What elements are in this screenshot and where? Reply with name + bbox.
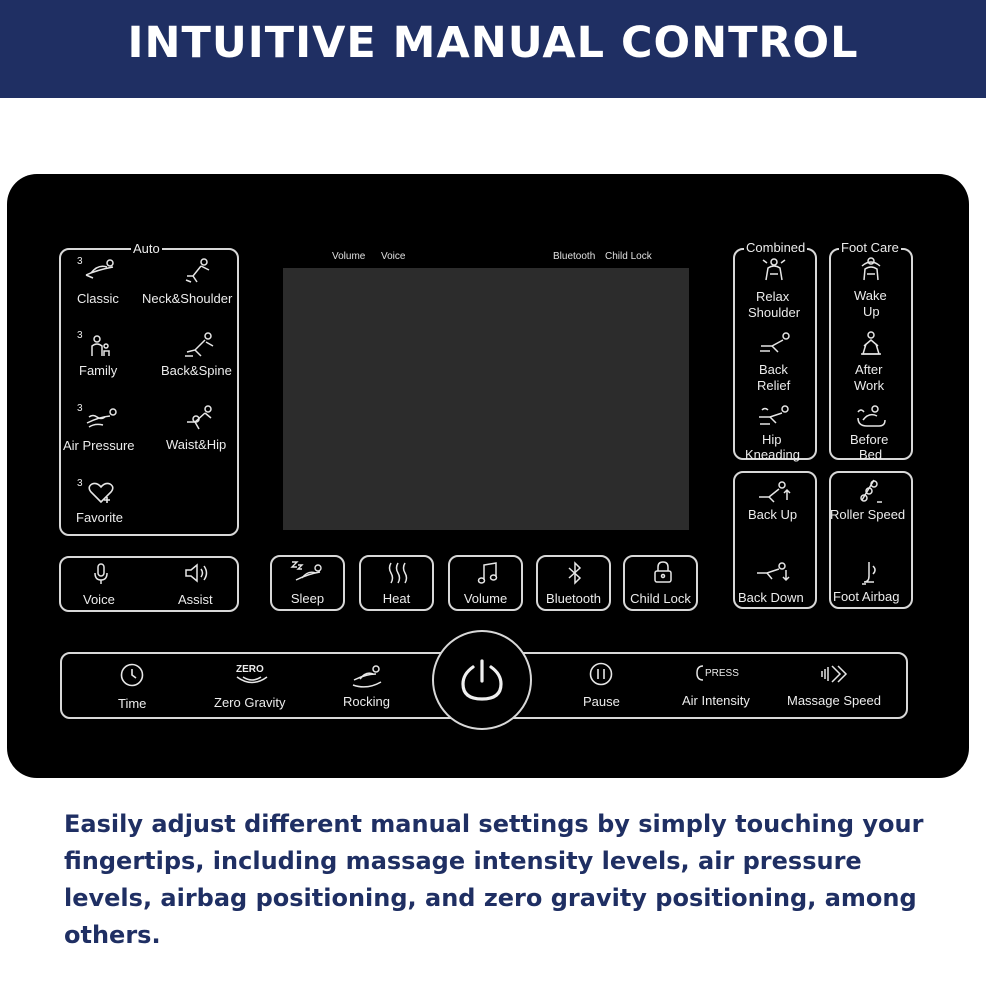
air-intensity-label: Air Intensity	[682, 693, 750, 708]
air-pressure-level: 3	[77, 403, 83, 414]
back-spine-icon	[183, 332, 215, 358]
heat-button[interactable]: Heat	[359, 555, 434, 611]
voice-label: Voice	[83, 592, 115, 607]
after-work-icon	[859, 330, 883, 356]
combined-title: Combined	[744, 240, 808, 255]
relax-shoulder-label-2: Shoulder	[748, 305, 801, 320]
reclined-massage-icon	[83, 258, 117, 280]
bluetooth-icon	[567, 561, 583, 585]
zero-icon-text: ZERO	[236, 664, 264, 675]
back-down-label: Back Down	[738, 590, 804, 605]
back-up-label: Back Up	[748, 507, 798, 522]
zero-gravity-label: Zero Gravity	[214, 695, 286, 710]
roller-icon	[857, 478, 883, 504]
before-bed-icon	[855, 404, 887, 428]
pause-icon	[588, 661, 614, 687]
pause-label: Pause	[583, 694, 620, 709]
roller-speed-label: Roller Speed	[830, 507, 906, 522]
screen-bluetooth-indicator: Bluetooth	[553, 251, 596, 262]
rocking-icon	[350, 664, 384, 688]
zero-gravity-icon	[235, 674, 269, 686]
back-relief-label-2: Relief	[757, 378, 791, 393]
relax-shoulder-label-1: Relax	[756, 289, 790, 304]
clock-icon	[119, 662, 145, 688]
screen-child-lock-indicator: Child Lock	[605, 251, 652, 262]
back-up-icon	[756, 480, 792, 504]
air-pressure-icon	[83, 405, 119, 429]
screen-volume-indicator: Volume	[332, 251, 366, 262]
voice-assist-group	[59, 556, 239, 612]
assist-label: Assist	[178, 592, 213, 607]
child-lock-button[interactable]: Child Lock	[623, 555, 698, 611]
sleep-button[interactable]: Sleep	[270, 555, 345, 611]
heat-label: Heat	[382, 591, 411, 606]
waist-hip-icon	[183, 405, 215, 431]
after-work-label-1: After	[855, 362, 883, 377]
back-relief-label-1: Back	[759, 362, 788, 377]
back-down-icon	[754, 560, 790, 582]
back-relief-icon	[758, 332, 792, 354]
classic-label: Classic	[77, 291, 119, 306]
press-icon-text: PRESS	[705, 668, 739, 679]
sleep-label: Sleep	[290, 591, 325, 606]
child-lock-label: Child Lock	[630, 591, 691, 606]
display-screen	[283, 268, 689, 530]
bluetooth-label: Bluetooth	[546, 591, 601, 606]
favorite-label: Favorite	[76, 510, 123, 525]
microphone-icon	[93, 563, 109, 585]
hip-kneading-label-1: Hip	[762, 432, 782, 447]
auto-title: Auto	[131, 241, 162, 256]
bluetooth-button[interactable]: Bluetooth	[536, 555, 611, 611]
header-banner: INTUITIVE MANUAL CONTROL	[0, 0, 986, 98]
volume-button[interactable]: Volume	[448, 555, 523, 611]
music-note-icon	[477, 561, 499, 585]
roller-airbag-group	[829, 471, 913, 609]
neck-shoulder-label: Neck&Shoulder	[142, 291, 233, 306]
waist-hip-label: Waist&Hip	[166, 437, 227, 452]
heat-waves-icon	[387, 561, 409, 585]
banner-title: INTUITIVE MANUAL CONTROL	[127, 18, 859, 68]
massage-speed-icon	[820, 663, 850, 685]
power-icon	[458, 656, 506, 704]
before-bed-label-1: Before	[850, 432, 889, 447]
screen-voice-indicator: Voice	[381, 251, 406, 262]
family-level: 3	[77, 330, 83, 341]
foot-airbag-icon	[860, 560, 880, 586]
air-pressure-label: Air Pressure	[63, 438, 135, 453]
favorite-level: 3	[77, 478, 83, 489]
massage-speed-label: Massage Speed	[787, 693, 881, 708]
time-label: Time	[118, 696, 147, 711]
rocking-label: Rocking	[343, 694, 390, 709]
power-button[interactable]	[432, 630, 532, 730]
press-bracket-icon	[695, 664, 705, 682]
hip-kneading-label-2: Kneading	[745, 447, 800, 462]
heart-plus-icon	[87, 481, 115, 505]
before-bed-label-2: Bed	[859, 447, 883, 462]
description-text: Easily adjust different manual settings …	[64, 810, 924, 949]
sleep-zzz-icon	[290, 560, 326, 584]
seated-neck-icon	[183, 258, 213, 284]
after-work-label-2: Work	[854, 378, 885, 393]
foot-airbag-label: Foot Airbag	[833, 589, 900, 604]
wake-up-label-1: Wake	[854, 288, 887, 303]
back-spine-label: Back&Spine	[161, 363, 232, 378]
relax-shoulder-icon	[760, 256, 788, 282]
foot-care-title: Foot Care	[839, 240, 901, 255]
volume-label: Volume	[463, 591, 508, 606]
wake-up-icon	[859, 256, 883, 282]
family-label: Family	[79, 363, 118, 378]
family-icon	[89, 334, 111, 358]
back-position-group	[733, 471, 817, 609]
speaker-icon	[184, 563, 210, 583]
classic-level: 3	[77, 256, 83, 267]
padlock-icon	[653, 560, 673, 584]
wake-up-label-2: Up	[863, 304, 880, 319]
hip-kneading-icon	[756, 404, 792, 426]
remote-control-panel: Auto 3 Classic Neck&Shoulder 3 Family Ba…	[7, 174, 969, 778]
